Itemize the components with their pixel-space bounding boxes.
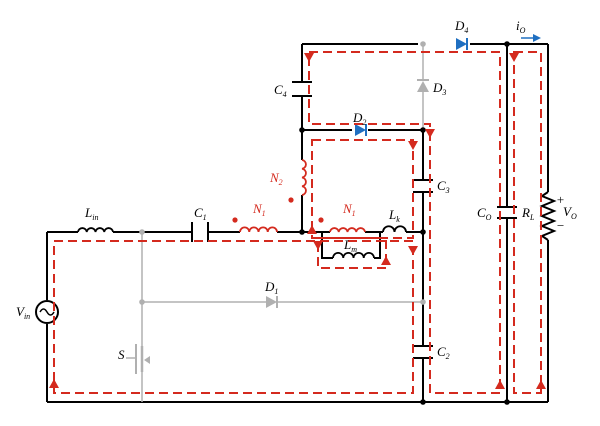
diode-d2 (355, 124, 367, 136)
diode-d4 (456, 38, 468, 50)
label-d1: D1 (264, 279, 278, 296)
label-s: S (118, 347, 125, 362)
label-plus: + (556, 192, 565, 207)
label-n1-left: N1 (252, 201, 266, 218)
current-path-input (53, 240, 414, 394)
label-vo: VO (563, 204, 577, 221)
polarity-dots (232, 197, 324, 223)
capacitor-c1 (191, 222, 209, 242)
current-path-output (308, 51, 501, 394)
label-n2: N2 (269, 170, 283, 187)
resistor-rl (539, 191, 557, 241)
label-co: CO (477, 205, 492, 222)
grey-junctions (139, 41, 426, 305)
inductor-lm (332, 252, 375, 259)
junction-dots (299, 41, 510, 405)
inductor-lin (77, 227, 114, 233)
diode-d1 (266, 296, 278, 308)
label-c1: C1 (194, 205, 207, 222)
capacitor-c4 (292, 81, 312, 97)
label-n1-right: N1 (342, 201, 356, 218)
inductor-lk (382, 225, 407, 233)
winding-n2 (301, 159, 307, 196)
source-vin (35, 300, 59, 324)
inactive-wires (141, 44, 424, 402)
winding-n1-left (239, 226, 278, 233)
label-io: iO (516, 18, 526, 35)
label-c4: C4 (274, 82, 287, 99)
label-c3: C3 (437, 178, 450, 195)
current-path-c3 (311, 139, 414, 239)
label-vin: Vin (16, 304, 30, 321)
label-lm: Lm (343, 237, 357, 254)
path-arrows (49, 53, 546, 389)
switch-s (126, 344, 150, 374)
io-arrow (521, 34, 541, 42)
label-lk: Lk (388, 207, 400, 224)
label-rl: RL (521, 205, 535, 222)
diode-d3 (417, 79, 429, 92)
current-path-lm (317, 237, 387, 269)
label-c2: C2 (437, 344, 450, 361)
label-d2: D2 (352, 110, 366, 127)
label-d3: D3 (432, 80, 446, 97)
label-lin: Lin (84, 205, 98, 222)
winding-n1-right (329, 227, 366, 233)
label-minus: − (556, 218, 565, 233)
label-d4: D4 (454, 18, 468, 35)
current-path-load (513, 51, 542, 394)
